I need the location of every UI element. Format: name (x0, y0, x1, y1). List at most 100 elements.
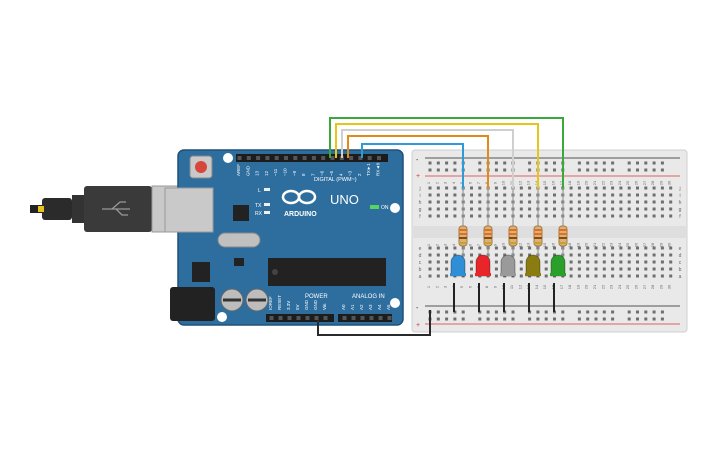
breadboard-hole[interactable] (569, 214, 573, 218)
breadboard-hole[interactable] (669, 200, 673, 204)
rail-hole[interactable] (577, 161, 581, 165)
breadboard-hole[interactable] (519, 193, 523, 197)
rail-hole[interactable] (561, 310, 565, 314)
breadboard-hole[interactable] (569, 200, 573, 204)
breadboard-hole[interactable] (586, 253, 590, 257)
rail-hole[interactable] (544, 317, 548, 321)
breadboard-hole[interactable] (453, 246, 457, 250)
breadboard-hole[interactable] (470, 186, 473, 190)
breadboard-hole[interactable] (577, 193, 581, 197)
breadboard-hole[interactable] (594, 260, 598, 264)
breadboard-hole[interactable] (519, 267, 523, 271)
breadboard-hole[interactable] (611, 193, 615, 197)
breadboard-hole[interactable] (528, 253, 532, 257)
breadboard-hole[interactable] (470, 214, 473, 218)
wire-green[interactable] (329, 117, 564, 190)
breadboard-hole[interactable] (494, 200, 498, 204)
breadboard-hole[interactable] (519, 200, 523, 204)
breadboard-hole[interactable] (652, 193, 656, 197)
rail-hole[interactable] (436, 310, 440, 314)
breadboard-hole[interactable] (619, 193, 623, 197)
rail-hole[interactable] (544, 310, 548, 314)
breadboard-hole[interactable] (669, 193, 673, 197)
wire-yellow[interactable] (335, 123, 539, 190)
breadboard-hole[interactable] (553, 214, 556, 218)
rail-hole[interactable] (652, 317, 656, 321)
digital-pin[interactable] (330, 156, 335, 160)
rail-hole[interactable] (594, 310, 598, 314)
breadboard-hole[interactable] (445, 260, 449, 264)
power-pin[interactable] (287, 316, 292, 320)
breadboard-hole[interactable] (569, 246, 573, 250)
breadboard-hole[interactable] (445, 214, 449, 218)
breadboard-hole[interactable] (669, 207, 673, 211)
breadboard-hole[interactable] (544, 274, 548, 278)
breadboard-hole[interactable] (577, 246, 581, 250)
digital-pin[interactable] (284, 156, 288, 160)
breadboard-hole[interactable] (478, 246, 482, 250)
digital-pin[interactable] (265, 156, 270, 160)
breadboard-hole[interactable] (503, 193, 507, 197)
rail-hole[interactable] (536, 317, 540, 321)
breadboard-hole[interactable] (660, 214, 664, 218)
breadboard-hole[interactable] (445, 253, 449, 257)
breadboard-hole[interactable] (586, 260, 590, 264)
breadboard-hole[interactable] (627, 253, 631, 257)
breadboard-hole[interactable] (428, 246, 432, 250)
breadboard-hole[interactable] (569, 260, 573, 264)
breadboard-hole[interactable] (494, 186, 498, 190)
rail-hole[interactable] (453, 317, 457, 321)
breadboard-hole[interactable] (436, 246, 440, 250)
breadboard-hole[interactable] (519, 246, 523, 250)
breadboard-hole[interactable] (644, 207, 648, 211)
breadboard-hole[interactable] (453, 186, 457, 190)
breadboard-hole[interactable] (652, 260, 656, 264)
breadboard-hole[interactable] (453, 207, 457, 211)
power-pin[interactable] (296, 316, 301, 320)
breadboard-hole[interactable] (577, 186, 581, 190)
rail-hole[interactable] (445, 317, 449, 321)
rail-hole[interactable] (644, 317, 648, 321)
breadboard-hole[interactable] (611, 186, 615, 190)
breadboard-hole[interactable] (528, 214, 532, 218)
breadboard-hole[interactable] (636, 274, 639, 278)
digital-pin[interactable] (274, 156, 279, 160)
rail-hole[interactable] (594, 161, 598, 165)
breadboard-hole[interactable] (445, 200, 449, 204)
breadboard-hole[interactable] (660, 246, 664, 250)
breadboard-hole[interactable] (619, 207, 623, 211)
breadboard-hole[interactable] (569, 207, 573, 211)
breadboard-hole[interactable] (494, 260, 498, 264)
breadboard-hole[interactable] (611, 214, 615, 218)
rail-hole[interactable] (611, 310, 615, 314)
breadboard-hole[interactable] (577, 214, 581, 218)
breadboard-hole[interactable] (544, 260, 548, 264)
rail-hole[interactable] (636, 310, 639, 314)
breadboard-hole[interactable] (611, 200, 615, 204)
rail-hole[interactable] (436, 317, 440, 321)
breadboard-hole[interactable] (602, 267, 606, 271)
digital-pin[interactable] (256, 156, 261, 160)
breadboard-hole[interactable] (586, 193, 590, 197)
rail-hole[interactable] (594, 168, 598, 172)
breadboard-hole[interactable] (636, 200, 639, 204)
breadboard-hole[interactable] (577, 260, 581, 264)
breadboard-hole[interactable] (453, 193, 457, 197)
led-white[interactable] (500, 254, 516, 277)
breadboard-hole[interactable] (636, 186, 639, 190)
rail-hole[interactable] (494, 310, 498, 314)
breadboard-hole[interactable] (627, 214, 631, 218)
digital-pin[interactable] (237, 156, 242, 160)
breadboard-hole[interactable] (436, 193, 440, 197)
rail-hole[interactable] (445, 310, 449, 314)
digital-pin[interactable] (349, 156, 354, 160)
breadboard-hole[interactable] (445, 207, 449, 211)
breadboard-hole[interactable] (453, 214, 457, 218)
breadboard-hole[interactable] (652, 186, 656, 190)
rail-hole[interactable] (644, 168, 648, 172)
breadboard-hole[interactable] (436, 267, 440, 271)
breadboard-hole[interactable] (611, 253, 615, 257)
breadboard-hole[interactable] (494, 267, 498, 271)
breadboard-hole[interactable] (478, 193, 482, 197)
rail-hole[interactable] (486, 310, 490, 314)
